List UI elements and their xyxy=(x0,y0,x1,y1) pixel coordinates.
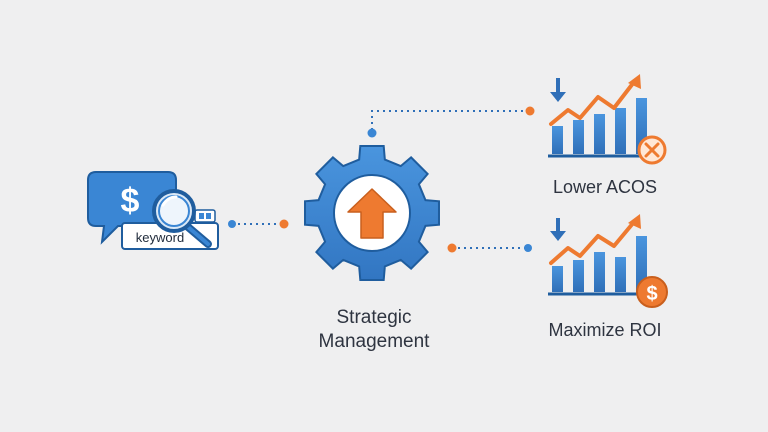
strategic-management-label: Strategic Management xyxy=(274,306,474,354)
magnifying-glass-icon xyxy=(152,189,212,248)
dollar-circle-icon: $ xyxy=(636,276,668,308)
keyword-card: $ keyword xyxy=(87,171,219,250)
dollar-symbol: $ xyxy=(121,182,140,220)
arrow-down-icon xyxy=(550,218,566,241)
dollar-badge-symbol: $ xyxy=(646,283,657,305)
keyword-tag-text: keyword xyxy=(136,230,184,245)
connector-top xyxy=(367,106,535,138)
maximize-roi-label: Maximize ROI xyxy=(548,320,662,340)
arrow-down-icon xyxy=(550,78,566,102)
outcome-chart-lower-acos xyxy=(548,74,667,165)
cancel-circle-icon xyxy=(637,135,667,165)
bar-chart-trend-icon xyxy=(548,214,647,296)
connector-bottom xyxy=(447,243,532,253)
center-label-line2: Management xyxy=(318,331,430,352)
bar-chart-trend-icon xyxy=(548,74,647,158)
arrow-up-icon xyxy=(347,188,397,239)
outcome-chart-maximize-roi: $ xyxy=(548,214,668,308)
connector-left xyxy=(228,219,289,229)
lower-acos-label: Lower ACOS xyxy=(552,177,658,197)
center-label-line1: Strategic xyxy=(336,307,412,328)
